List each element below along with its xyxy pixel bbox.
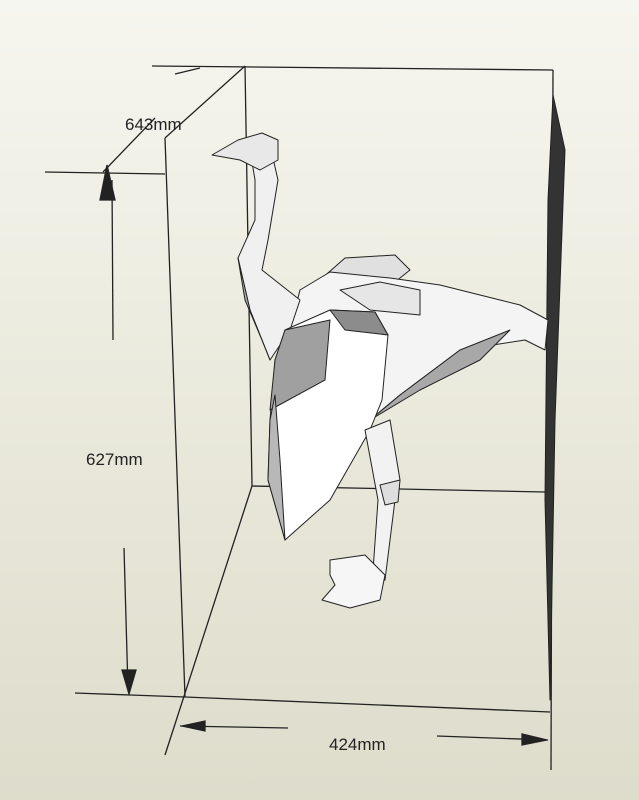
depth-dimension-label: 643mm	[125, 115, 182, 134]
width-dimension-label: 424mm	[329, 735, 386, 754]
arrow-right-icon	[521, 733, 548, 746]
height-dimension-label: 627mm	[86, 450, 143, 469]
ostrich-model[interactable]	[211, 94, 566, 701]
dimension-lines	[99, 67, 549, 746]
arrow-up-icon	[99, 164, 116, 201]
arrow-down-icon	[121, 669, 137, 697]
arrow-left-icon	[181, 720, 206, 732]
